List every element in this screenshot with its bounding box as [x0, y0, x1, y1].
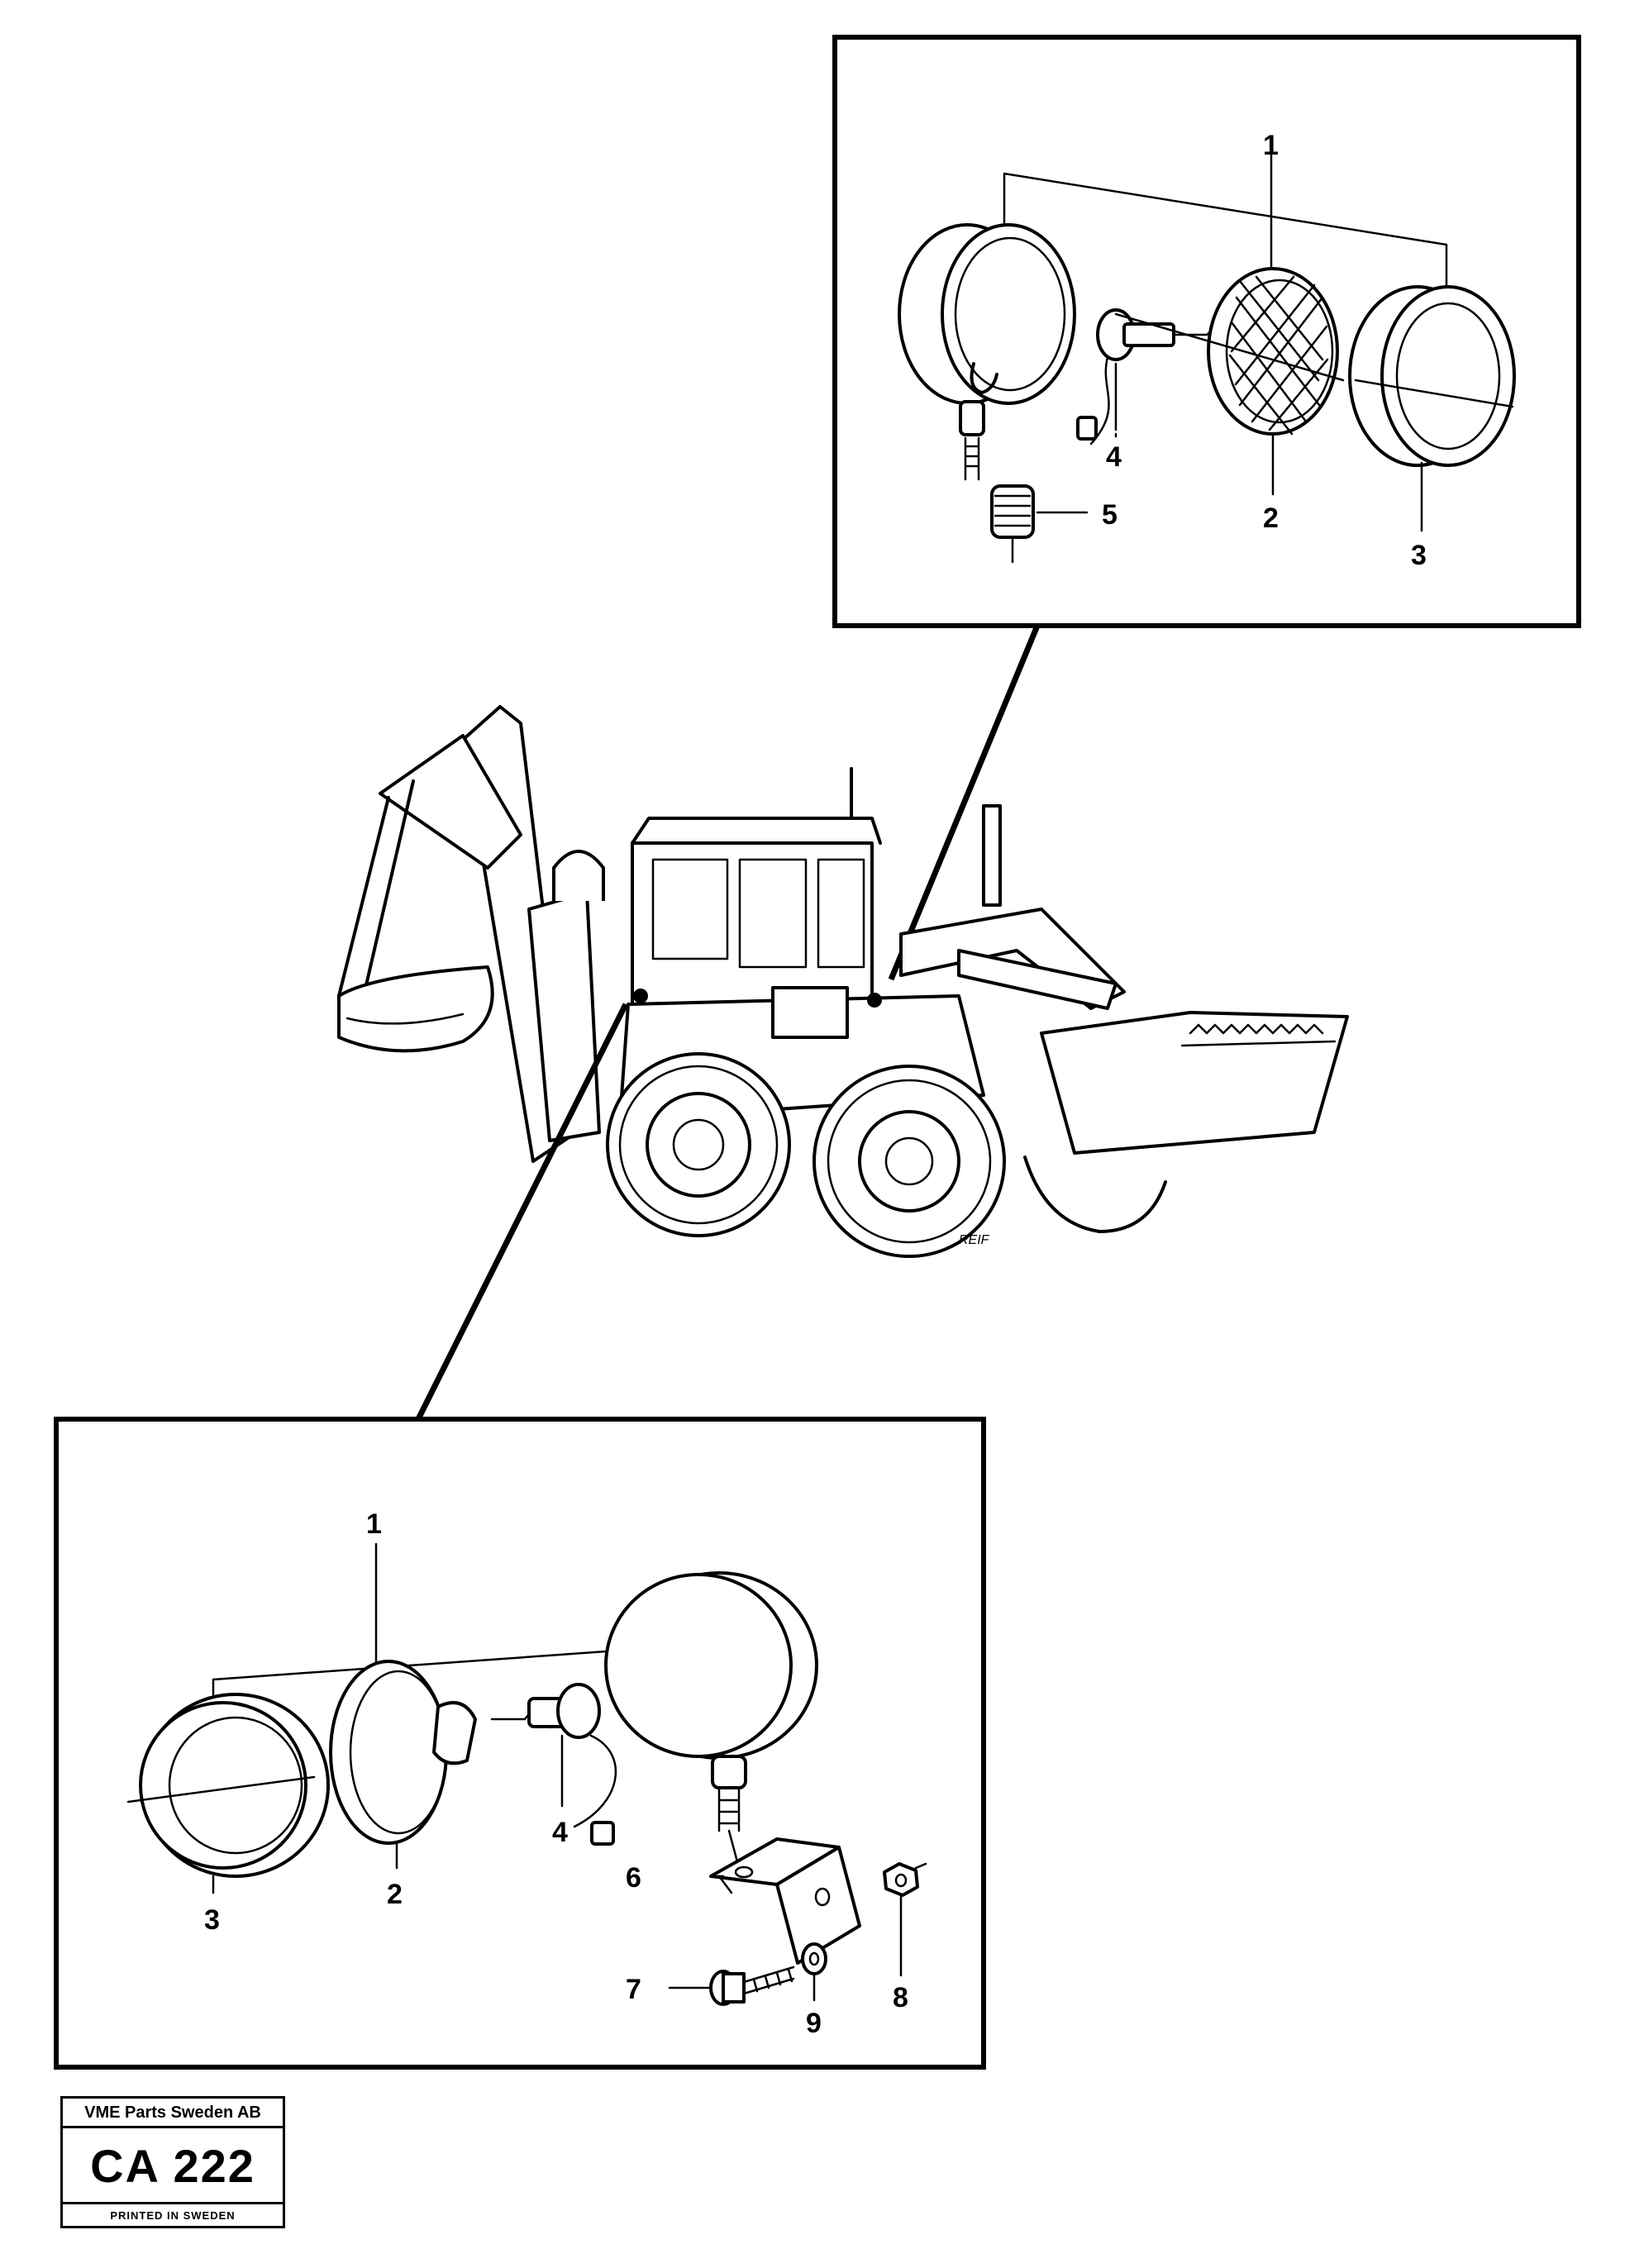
bottom-callout-9: 9 — [806, 2008, 822, 2039]
top-callout-3: 3 — [1411, 540, 1427, 571]
bottom-bulb-holder — [432, 1683, 617, 1846]
rear-wheel — [606, 1052, 791, 1237]
bottom-callout-6: 6 — [626, 1862, 641, 1894]
bottom-callout-4: 4 — [552, 1817, 568, 1848]
bottom-callout-2: 2 — [387, 1879, 403, 1910]
stamp-code: CA 222 — [63, 2128, 283, 2204]
mounting-bracket — [709, 1837, 861, 1965]
top-lamp-housing — [898, 223, 1076, 481]
top-grommet — [990, 484, 1089, 564]
top-callout-4: 4 — [1106, 441, 1122, 473]
bottom-callout-1: 1 — [366, 1508, 382, 1540]
artist-signature: REIF — [959, 1233, 990, 1247]
bottom-lamp-housing — [604, 1571, 818, 1882]
front-wheel — [812, 1065, 1006, 1258]
bottom-callout-3: 3 — [204, 1904, 220, 1936]
top-inset-frame — [832, 35, 1581, 628]
bottom-inset-frame — [54, 1417, 986, 2070]
bottom-lens — [329, 1660, 448, 1870]
top-callout-1: 1 — [1263, 130, 1279, 161]
bottom-callout-8: 8 — [893, 1982, 908, 2013]
bolt — [668, 1965, 795, 2006]
top-bracket-line — [1003, 172, 1448, 291]
bottom-callout-7: 7 — [626, 1974, 641, 2005]
bottom-rim — [126, 1693, 330, 1894]
parts-stamp: VME Parts Sweden AB CA 222 PRINTED IN SW… — [60, 2096, 285, 2228]
backhoe-loader: REIF — [337, 705, 1349, 1258]
stamp-company: VME Parts Sweden AB — [63, 2099, 283, 2128]
top-callout-2: 2 — [1263, 503, 1279, 534]
top-bulb-holder — [1076, 308, 1233, 446]
stamp-printed: PRINTED IN SWEDEN — [110, 2209, 236, 2222]
top-lens — [1114, 267, 1345, 436]
bottom-leader-line — [415, 1003, 629, 1421]
nut — [883, 1862, 927, 1897]
top-leader-line — [888, 624, 1041, 981]
bottom-leader-6 — [717, 1875, 733, 1894]
top-callout-5: 5 — [1102, 499, 1117, 531]
top-rim — [1348, 285, 1516, 467]
washer — [801, 1942, 827, 1975]
